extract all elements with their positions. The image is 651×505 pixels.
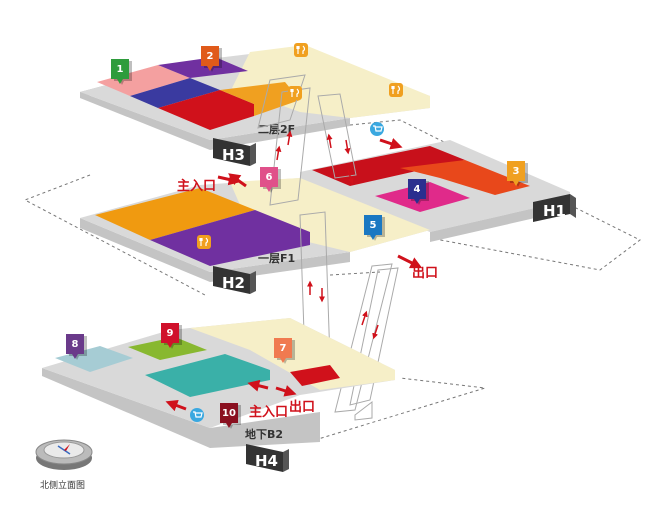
- fork-knife-icon[interactable]: [288, 86, 302, 100]
- entrance-exit-arrows: [165, 138, 423, 412]
- fork-knife-icon[interactable]: [389, 83, 403, 97]
- shop-2f-orange[interactable]: [220, 82, 300, 116]
- shop-pin-marker: [408, 179, 426, 204]
- shop-pin-marker: [274, 338, 292, 363]
- shop-b2-red[interactable]: [290, 365, 340, 386]
- shop-pin-1[interactable]: 1: [111, 59, 132, 85]
- main-entrance-label-f1[interactable]: 主入口: [177, 178, 216, 194]
- shop-pin-3[interactable]: 3: [507, 161, 528, 187]
- shop-pin-8[interactable]: 8: [66, 334, 87, 360]
- floor-outline-b2: [314, 377, 486, 441]
- floor-b2: 地下B2: [42, 318, 395, 448]
- badge-h1-text: H1: [543, 202, 566, 220]
- shop-pin-marker: [111, 59, 129, 84]
- shop-pin-number: 9: [167, 328, 174, 339]
- escalator-arrows: [275, 130, 379, 340]
- floor-outline-f1: [23, 174, 381, 296]
- shop-2f-pink[interactable]: [97, 65, 190, 96]
- shop-b2-green[interactable]: [128, 337, 207, 360]
- main-entrance-label-b2[interactable]: 主入口: [249, 404, 288, 420]
- shop-pin-marker: [161, 323, 179, 348]
- floor-label-2f: 二层2F: [258, 123, 295, 136]
- shop-pin-5[interactable]: 5: [364, 215, 385, 241]
- fork-knife-icon[interactable]: [294, 43, 308, 57]
- shop-pin-2[interactable]: 2: [201, 46, 222, 72]
- badge-h1: H1: [533, 194, 576, 222]
- shopping-cart-icon[interactable]: [190, 408, 204, 422]
- shop-pin-number: 5: [370, 220, 377, 231]
- badge-h3-text: H3: [222, 146, 245, 164]
- shop-pin-marker: [201, 46, 219, 71]
- shop-pin-marker: [507, 161, 525, 186]
- floor-2f: 二层2F: [80, 45, 430, 150]
- exit-label-f1[interactable]: 出口: [412, 265, 438, 281]
- corridor-b2: [190, 318, 395, 390]
- shop-b2-lightblue[interactable]: [55, 346, 133, 372]
- badge-h2-text: H2: [222, 274, 245, 292]
- shop-pins: 1 2 3 4 5 6 7 8 9 10: [66, 46, 528, 429]
- compass-label: 北侧立面图: [40, 479, 85, 491]
- floor-f1: 一层F1: [80, 178, 430, 282]
- shop-b2-teal[interactable]: [145, 354, 270, 397]
- shop-pin-number: 10: [222, 408, 236, 419]
- shop-pin-number: 8: [72, 339, 79, 350]
- shop-pin-number: 4: [414, 184, 421, 195]
- shop-pin-7[interactable]: 7: [274, 338, 295, 364]
- exit-label-b2[interactable]: 出口: [289, 399, 315, 415]
- shop-pin-number: 3: [513, 166, 520, 177]
- shop-f1-east-orange-red[interactable]: [400, 160, 530, 195]
- shop-pin-9[interactable]: 9: [161, 323, 182, 349]
- shop-pin-4[interactable]: 4: [408, 179, 429, 205]
- shop-pin-number: 2: [207, 51, 214, 62]
- shop-f1-orange[interactable]: [95, 188, 255, 240]
- shop-pin-marker: [220, 403, 238, 428]
- shop-pin-marker: [260, 167, 278, 192]
- compass-icon[interactable]: [35, 439, 93, 470]
- badge-h3: H3: [213, 138, 256, 166]
- shopping-cart-icon[interactable]: [370, 122, 384, 136]
- badge-h4-text: H4: [255, 452, 278, 470]
- shop-2f-purple[interactable]: [158, 57, 248, 78]
- shop-pin-marker: [364, 215, 382, 240]
- shop-pin-6[interactable]: 6: [260, 167, 281, 193]
- shop-2f-red[interactable]: [158, 90, 254, 130]
- floor-outline-2f: [349, 119, 641, 271]
- shop-f1-purple[interactable]: [150, 210, 310, 266]
- shop-2f-blue[interactable]: [130, 78, 220, 108]
- floor-label-f1: 一层F1: [258, 252, 295, 265]
- shop-pin-number: 7: [280, 343, 287, 354]
- shop-pin-10[interactable]: 10: [220, 403, 241, 429]
- floor-label-b2: 地下B2: [245, 427, 283, 441]
- fork-knife-icon[interactable]: [197, 235, 211, 249]
- badge-h2: H2: [213, 266, 256, 294]
- shop-pin-number: 6: [266, 172, 273, 183]
- shop-pin-marker: [66, 334, 84, 359]
- badge-h4: H4: [246, 444, 289, 472]
- shop-pin-number: 1: [117, 64, 124, 75]
